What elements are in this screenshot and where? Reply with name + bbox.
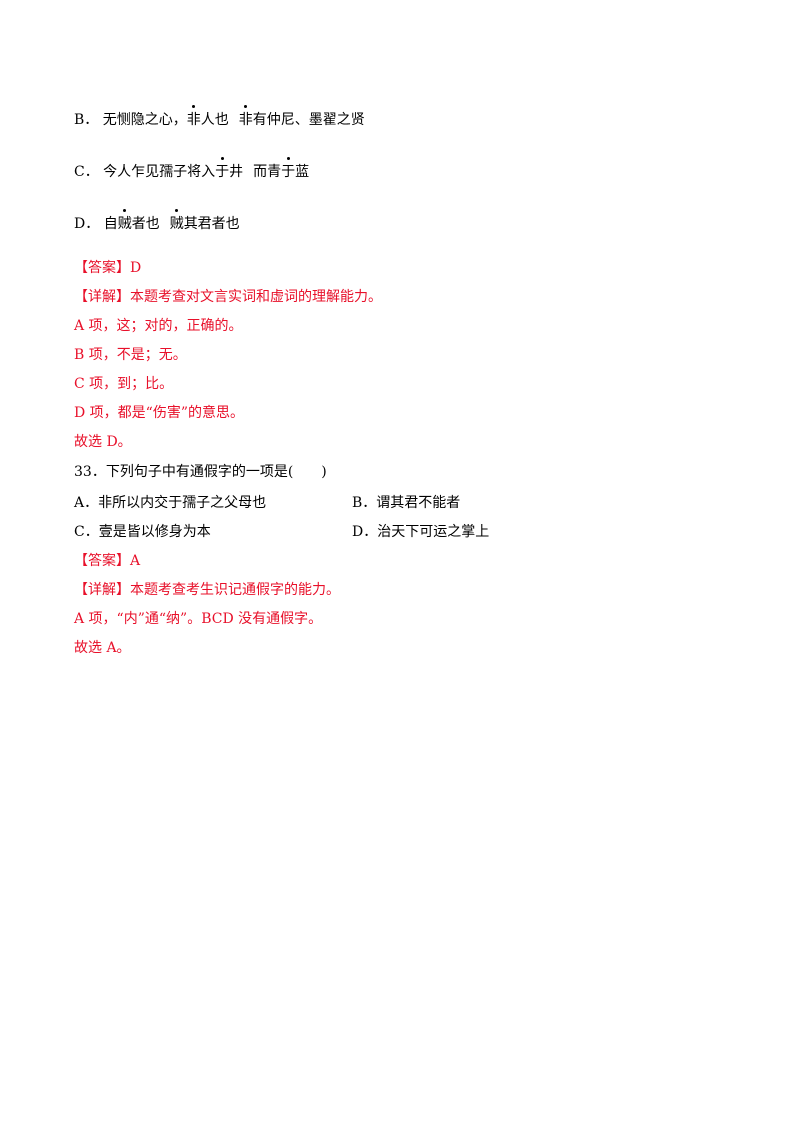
option-label: D．	[74, 216, 100, 232]
emphasis-char: 贼	[117, 209, 132, 232]
detail-line: 【详解】本题考查对文言实词和虚词的理解能力。	[74, 287, 382, 307]
option-c: C． 今人乍见孺子将入于井而青于蓝	[74, 157, 310, 182]
question-stem: 33．下列句子中有通假字的一项是( )	[74, 464, 327, 480]
option-text: 非所以内交于孺子之父母也	[98, 495, 267, 511]
detail-text: 本题考查对文言实词和虚词的理解能力。	[130, 289, 382, 305]
option-b: B． 无恻隐之心，非人也非有仲尼、墨翟之贤	[74, 105, 365, 130]
option-text: 井	[229, 164, 244, 180]
option-text: 其君者也	[183, 216, 240, 232]
answer-tag: 【答案】	[74, 260, 130, 276]
option-c: C．壹是皆以修身为本	[74, 522, 211, 542]
answer-value: A	[130, 553, 141, 569]
conclusion-line: 故选 A。	[74, 640, 131, 656]
option-d: D． 自贼者也贼其君者也	[74, 209, 240, 234]
emphasis-char: 非	[238, 105, 253, 128]
option-text: 今人乍见孺子将入	[103, 164, 216, 180]
option-text: 无恻隐之心	[102, 112, 173, 128]
detail-line: 【详解】本题考查考生识记通假字的能力。	[74, 580, 340, 600]
explanation-line: A 项，“内”通“纳”。BCD 没有通假字。	[74, 611, 323, 627]
option-a: A．非所以内交于孺子之父母也	[74, 493, 266, 513]
option-text: 人也	[200, 112, 229, 128]
option-d: D．治天下可运之掌上	[352, 522, 489, 542]
option-text: 谓其君不能者	[376, 495, 461, 511]
explanation-line: A 项，这；对的，正确的。	[74, 318, 243, 334]
emphasis-char: 贼	[169, 209, 184, 232]
option-label: B．	[74, 112, 99, 128]
option-text: 者也	[131, 216, 160, 232]
detail-tag: 【详解】	[74, 289, 130, 305]
emphasis-char: 于	[281, 157, 296, 180]
answer-line: 【答案】A	[74, 551, 140, 571]
option-label: A．	[74, 495, 99, 511]
option-text: 治天下可运之掌上	[377, 524, 490, 540]
emphasis-char: 于	[215, 157, 230, 180]
detail-tag: 【详解】	[74, 582, 130, 598]
option-label: C．	[74, 524, 99, 540]
option-label: B．	[352, 495, 377, 511]
explanation-line: B 项，不是；无。	[74, 347, 187, 363]
explanation-line: C 项，到；比。	[74, 376, 174, 392]
emphasis-char: 非	[186, 105, 201, 128]
option-b: B．谓其君不能者	[352, 493, 460, 513]
option-text: 有仲尼、墨翟之贤	[252, 112, 365, 128]
option-text: 壹是皆以修身为本	[98, 524, 211, 540]
option-label: D．	[352, 524, 378, 540]
option-text: ，	[172, 112, 187, 128]
option-text: 蓝	[295, 164, 310, 180]
answer-tag: 【答案】	[74, 553, 130, 569]
answer-value: D	[130, 260, 142, 276]
option-label: C．	[74, 164, 99, 180]
answer-line: 【答案】D	[74, 258, 141, 278]
detail-text: 本题考查考生识记通假字的能力。	[130, 582, 340, 598]
conclusion-line: 故选 D。	[74, 434, 132, 450]
option-text: 自	[103, 216, 118, 232]
explanation-line: D 项，都是“伤害”的意思。	[74, 405, 244, 421]
option-text: 而青	[253, 164, 282, 180]
